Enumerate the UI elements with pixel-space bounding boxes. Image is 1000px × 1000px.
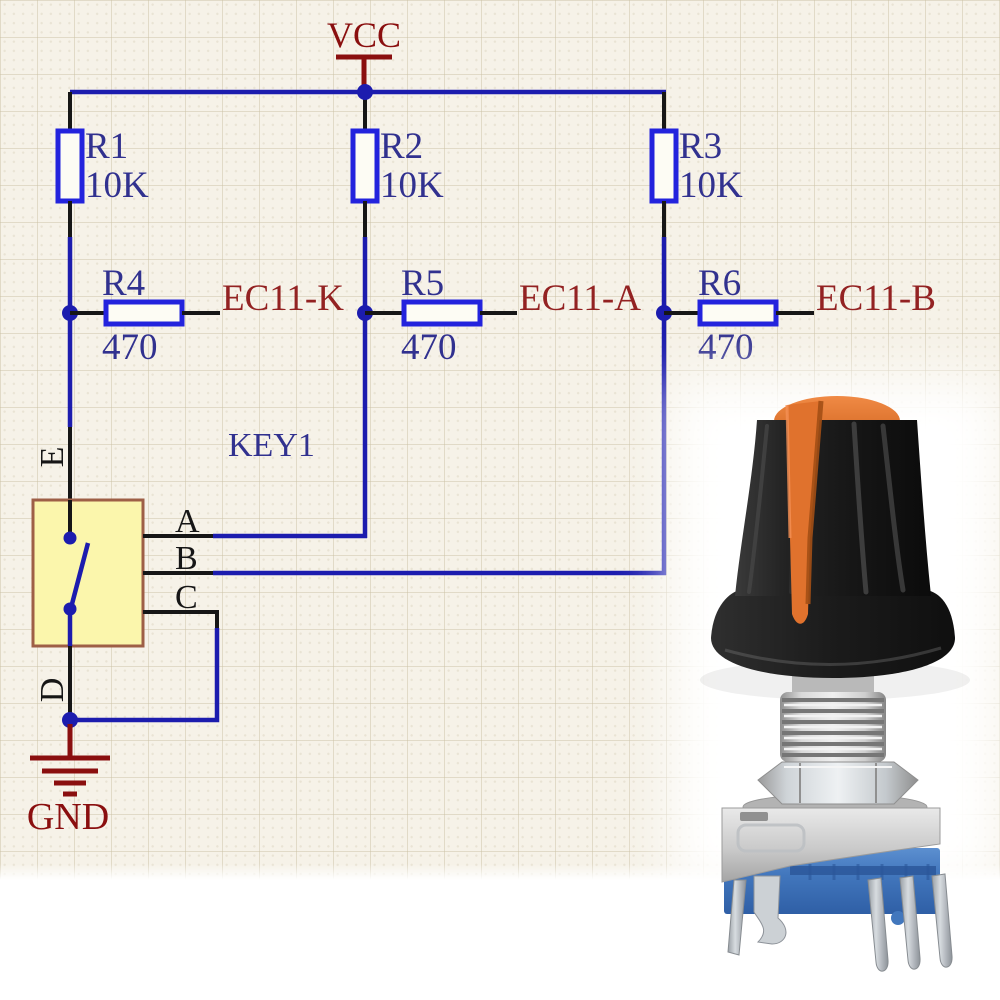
resistor-r1-body [55,128,85,204]
stripe-shadow-edge [805,400,824,605]
key1-body [31,498,145,648]
resistor-r5-body [401,299,483,327]
net-label-ec11-b: EC11-B [816,278,936,319]
knob-skirt-highlight [724,646,942,666]
threaded-shaft [780,692,886,762]
resistor-r1-value: 10K [85,165,149,206]
hex-nut [757,761,919,805]
resistor-r3-designator: R3 [679,126,722,167]
resistor-r1-designator: R1 [85,126,128,167]
resistor-r5-value: 470 [401,327,457,368]
vcc-power-symbol: VCC [327,15,401,90]
resistor-r6-value: 470 [698,327,754,368]
thread-ridges [782,698,884,757]
blue-base-groove [790,866,936,875]
pin-right-2 [899,875,921,970]
resistor-r3: R3 10K [649,126,743,206]
resistor-r2-body [350,128,380,204]
resistor-r4-value: 470 [102,327,158,368]
knob-body [735,420,931,596]
pin-blue-nub [891,911,905,925]
stripe-highlight-edge [785,404,792,539]
net-label-ec11-a: EC11-A [519,278,641,319]
pin-left-1 [727,879,747,956]
net-label-ec11-k: EC11-K [222,278,344,319]
gnd-label: GND [27,796,109,838]
key1-designator: KEY1 [228,427,315,464]
resistor-r4-body [103,299,185,327]
resistor-r4: R4 470 EC11-K [62,263,344,368]
vcc-rail [68,84,666,131]
pin-right-3 [931,873,953,968]
rotary-encoder-photo [700,396,970,972]
switch-net-wires [76,533,666,723]
resistor-r1: R1 10K [55,126,149,206]
resistor-r6-designator: R6 [698,263,741,304]
knob-skirt [711,590,955,678]
column-wires [67,201,667,575]
resistor-r5-designator: R5 [401,263,444,304]
gnd-junction-dot [62,712,78,728]
resistor-r4-designator: R4 [102,263,145,304]
vcc-label: VCC [327,15,401,55]
key1-pin-a-label: A [175,503,200,540]
key1-pin-d-label: D [34,678,71,703]
rail-junction-dot [357,84,373,100]
metal-body-slot [740,812,768,821]
encoder-pins [727,873,953,972]
resistor-r3-body [649,128,679,204]
hex-nut-face [757,761,919,805]
pin-left-lug [753,875,787,945]
resistor-r6: R6 470 EC11-B [656,263,936,368]
resistor-r5: R5 470 EC11-A [357,263,641,368]
switch-blade [69,542,91,605]
switch-contact-top [63,531,77,545]
key1-pin-c-label: C [175,579,198,616]
pin-right-1 [867,877,889,972]
resistor-r6-body [697,299,779,327]
key1-switch: KEY1 A B C E D [31,427,315,720]
key1-pin-e-label: E [34,447,71,468]
resistor-r2-value: 10K [380,165,444,206]
resistor-r3-value: 10K [679,165,743,206]
key1-pin-b-label: B [175,540,198,577]
stripe-fill [787,401,821,624]
net-c-return [76,628,220,723]
key-c-pin [143,610,219,630]
knob-indicator-stripe [785,400,824,624]
metal-body-stamp [736,823,806,853]
resistor-r2-designator: R2 [380,126,423,167]
resistor-r2: R2 10K [350,126,444,206]
gnd-symbol: GND [27,712,110,838]
thread-highlights [784,703,882,751]
